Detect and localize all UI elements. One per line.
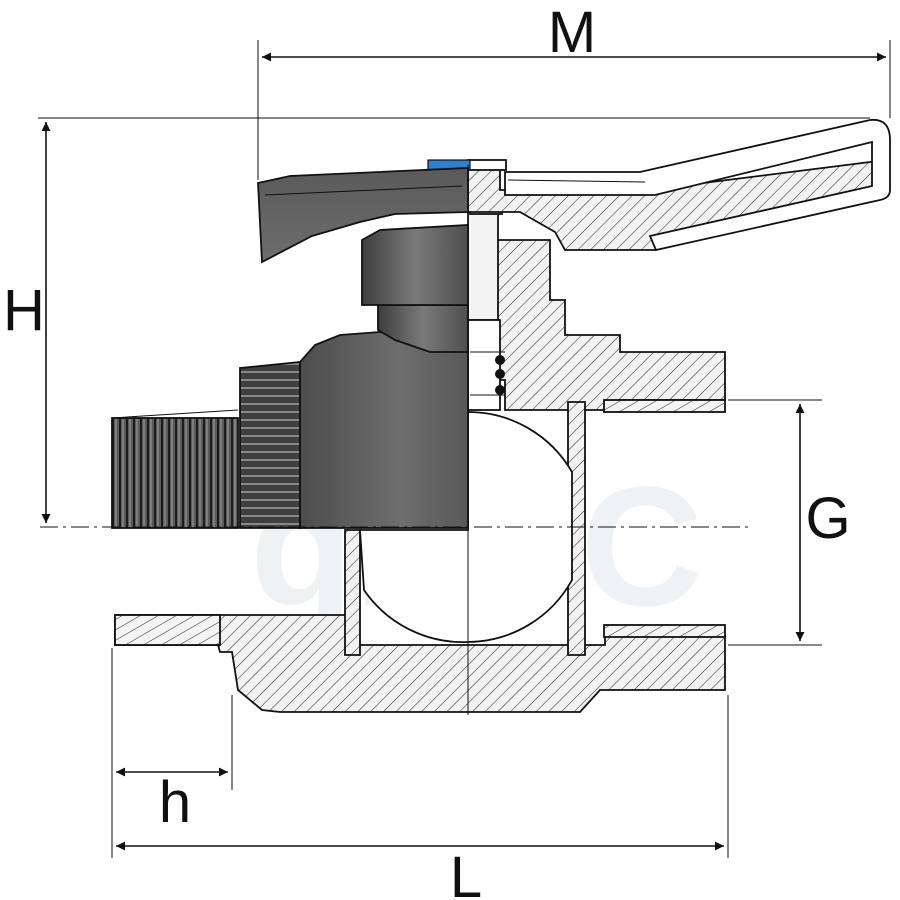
dimension-g-label: G: [805, 486, 850, 551]
stem-section: [467, 209, 499, 321]
dimension-m-label: M: [548, 0, 596, 65]
seat-left: [344, 529, 361, 656]
valve-section-half: [114, 118, 891, 713]
o-ring: [495, 369, 505, 379]
internal-thread-top: [603, 399, 726, 413]
dimension-small-h-label: h: [159, 770, 191, 835]
dimension-l-label: L: [450, 845, 482, 900]
valve-body: [299, 331, 469, 529]
valve-exterior-half: [111, 167, 469, 529]
handle-grip[interactable]: [257, 167, 469, 264]
o-ring: [495, 385, 505, 395]
union-nut: [239, 361, 301, 529]
handle-lever[interactable]: [504, 118, 891, 252]
stem-collar: [361, 224, 469, 306]
external-thread-section: [114, 614, 221, 646]
internal-thread-bottom: [603, 624, 726, 638]
dimension-h-label: H: [3, 278, 45, 343]
o-ring: [495, 355, 505, 365]
male-thread: [111, 417, 239, 529]
ball: [359, 411, 573, 643]
